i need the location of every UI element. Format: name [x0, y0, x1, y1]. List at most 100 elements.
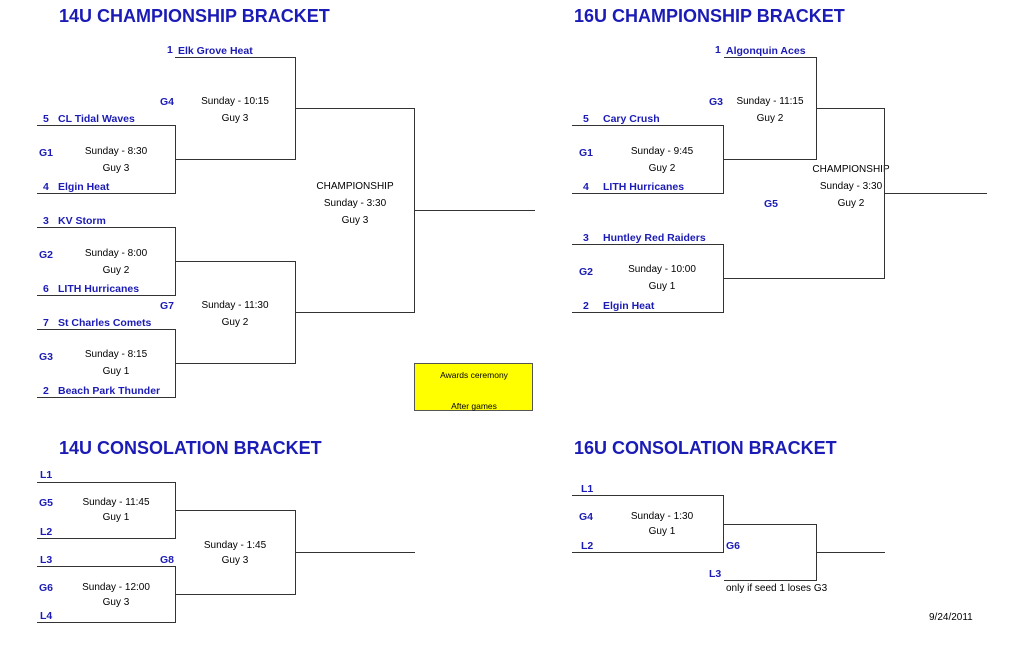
bracket-line — [175, 566, 176, 623]
bracket-line — [295, 57, 296, 160]
game-label: G6 — [726, 540, 741, 552]
bracket-line — [176, 159, 295, 160]
seed-number: 4 — [43, 181, 49, 193]
bracket-line — [37, 227, 176, 228]
seed-number: 5 — [43, 113, 49, 125]
awards-line-2: After games — [451, 401, 497, 411]
seed-number: 1 — [167, 44, 173, 56]
bracket-line — [37, 622, 176, 623]
team-name: Elgin Heat — [58, 181, 110, 193]
bracket-line — [175, 57, 295, 58]
u14-championship-title: 14U CHAMPIONSHIP BRACKET — [59, 6, 330, 26]
loser-slot: L3 — [40, 554, 53, 566]
bracket-line — [176, 261, 295, 262]
game-umpire: Guy 1 — [648, 281, 676, 292]
bracket-line — [816, 524, 817, 581]
game-label: G7 — [160, 300, 175, 312]
loser-slot: L1 — [581, 483, 594, 495]
u16-consolation-title: 16U CONSOLATION BRACKET — [574, 438, 837, 458]
seed-number: 1 — [715, 44, 721, 56]
game-umpire: Guy 2 — [221, 317, 249, 328]
bracket-line — [724, 580, 817, 581]
seed-number: 2 — [583, 300, 589, 312]
bracket-line — [175, 482, 176, 539]
championship-label: CHAMPIONSHIP — [316, 181, 394, 192]
bracket-line — [295, 312, 415, 313]
bracket-line — [175, 227, 176, 296]
bracket-line — [572, 125, 724, 126]
bracket-line — [37, 125, 176, 126]
seed-number: 3 — [43, 215, 49, 227]
game-umpire: Guy 1 — [648, 526, 676, 537]
seed-number: 6 — [43, 283, 49, 295]
conditional-note: only if seed 1 loses G3 — [726, 583, 828, 594]
game-umpire: Guy 3 — [341, 215, 369, 226]
u14-consolation-title: 14U CONSOLATION BRACKET — [59, 438, 322, 458]
game-umpire: Guy 3 — [221, 555, 249, 566]
team-name: KV Storm — [58, 215, 106, 227]
bracket-line — [37, 538, 176, 539]
team-name: Cary Crush — [603, 113, 660, 125]
game-time: Sunday - 8:15 — [84, 349, 148, 360]
game-label: G4 — [579, 511, 594, 523]
loser-slot: L1 — [40, 469, 53, 481]
game-umpire: Guy 3 — [221, 113, 249, 124]
bracket-line — [817, 108, 885, 109]
team-name: LITH Hurricanes — [58, 283, 140, 295]
game-time: Sunday - 3:30 — [819, 181, 883, 192]
game-label: G5 — [764, 198, 779, 210]
seed-number: 5 — [583, 113, 589, 125]
seed-number: 2 — [43, 385, 49, 397]
seed-number: 4 — [583, 181, 589, 193]
bracket-line — [817, 552, 885, 553]
bracket-line — [414, 108, 415, 313]
game-time: Sunday - 8:30 — [84, 146, 148, 157]
team-name: Algonquin Aces — [726, 45, 806, 57]
game-time: Sunday - 9:45 — [630, 146, 694, 157]
bracket-line — [37, 193, 176, 194]
bracket-line — [415, 210, 535, 211]
bracket-line — [572, 244, 724, 245]
loser-slot: L4 — [40, 610, 53, 622]
bracket-line — [884, 108, 885, 279]
bracket-line — [176, 510, 295, 511]
game-label: G5 — [39, 497, 54, 509]
bracket-line — [572, 552, 724, 553]
team-name: Huntley Red Raiders — [603, 232, 706, 244]
game-label: G6 — [39, 582, 54, 594]
bracket-line — [295, 261, 296, 364]
bracket-line — [176, 363, 295, 364]
seed-number: 3 — [583, 232, 589, 244]
bracket-line — [724, 278, 885, 279]
game-time: Sunday - 1:30 — [630, 511, 694, 522]
game-label: G2 — [579, 266, 594, 278]
bracket-line — [37, 482, 176, 483]
team-name: Elgin Heat — [603, 300, 655, 312]
bracket-line — [572, 312, 724, 313]
bracket-line — [37, 397, 176, 398]
bracket-line — [723, 125, 724, 194]
game-time: Sunday - 11:15 — [736, 96, 804, 107]
game-time: Sunday - 10:15 — [201, 96, 269, 107]
team-name: CL Tidal Waves — [58, 113, 135, 125]
bracket-line — [295, 108, 415, 109]
bracket-line — [176, 594, 295, 595]
game-umpire: Guy 2 — [648, 163, 676, 174]
team-name: Elk Grove Heat — [178, 45, 253, 57]
bracket-line — [295, 552, 415, 553]
game-time: Sunday - 10:00 — [628, 264, 696, 275]
bracket-line — [723, 495, 724, 553]
game-label: G2 — [39, 249, 54, 261]
game-umpire: Guy 3 — [102, 597, 130, 608]
game-umpire: Guy 2 — [837, 198, 865, 209]
bracket-line — [295, 510, 296, 595]
game-time: Sunday - 1:45 — [203, 540, 267, 551]
game-umpire: Guy 1 — [102, 366, 130, 377]
game-umpire: Guy 2 — [102, 265, 130, 276]
game-label: G4 — [160, 96, 175, 108]
loser-slot: L2 — [581, 540, 594, 552]
game-time: Sunday - 11:45 — [82, 497, 150, 508]
championship-label: CHAMPIONSHIP — [812, 164, 890, 175]
bracket-line — [816, 57, 817, 160]
bracket-line — [175, 329, 176, 398]
